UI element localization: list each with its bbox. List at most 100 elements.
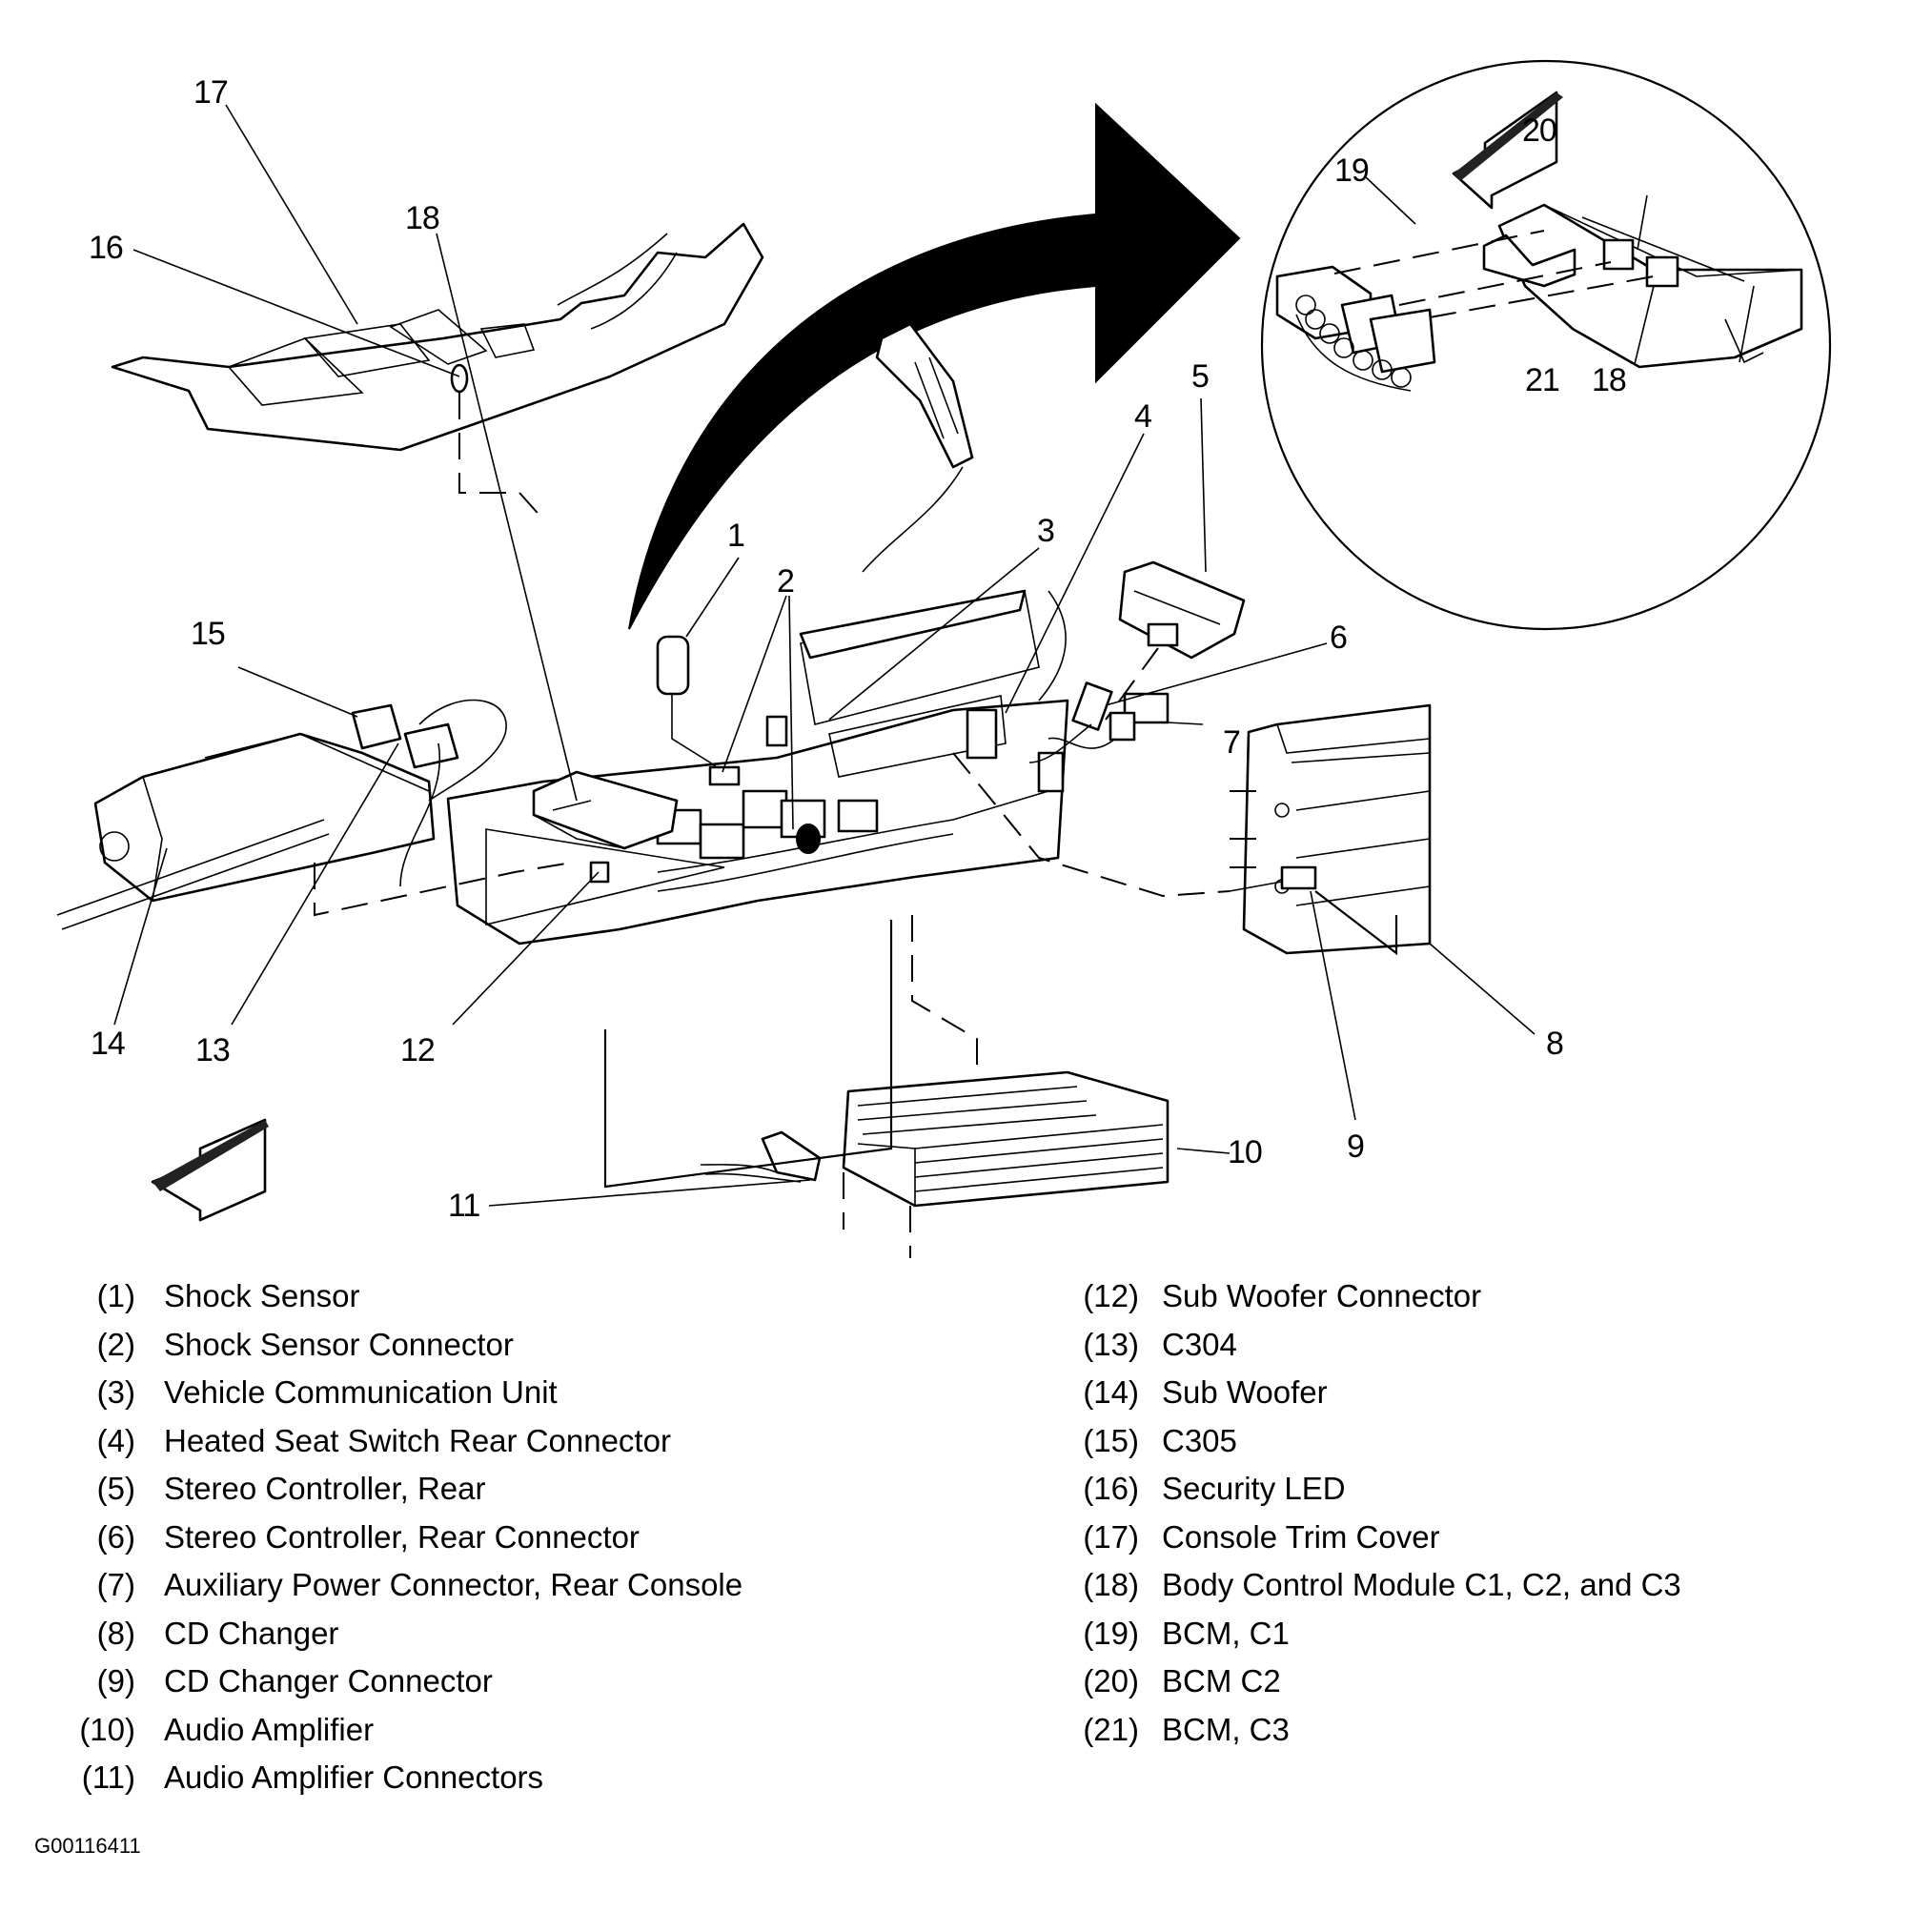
legend-label: Auxiliary Power Connector, Rear Console — [164, 1567, 743, 1602]
figure-id: G00116411 — [34, 1834, 141, 1858]
legend-label: BCM, C1 — [1162, 1615, 1290, 1651]
legend-label: Heated Seat Switch Rear Connector — [164, 1422, 671, 1458]
console-trim-cover — [111, 222, 764, 452]
legend-label: CD Changer Connector — [164, 1663, 493, 1698]
legend-label: Security LED — [1162, 1471, 1346, 1506]
legend-number: (21) — [1083, 1711, 1139, 1747]
audio-amplifier-connectors — [603, 920, 893, 1189]
legend-number: (13) — [1083, 1326, 1139, 1362]
shock-sensor — [656, 635, 741, 786]
legend-left-column: (1) Shock Sensor (2)Shock Sensor Connecto… — [69, 1272, 742, 1802]
legend-number: (4) — [96, 1422, 135, 1458]
cd-changer-connector — [952, 752, 1398, 956]
exploded-diagram — [56, 59, 1832, 1258]
legend-label: C305 — [1162, 1422, 1237, 1458]
callout-21: 21 — [1525, 362, 1560, 398]
legend-number: (19) — [1083, 1615, 1139, 1651]
callout-15: 15 — [191, 616, 226, 652]
legend-number: (20) — [1083, 1663, 1139, 1698]
legend-label: BCM, C3 — [1162, 1711, 1290, 1747]
legend-number: (1) — [96, 1278, 135, 1313]
subwoofer-harness — [351, 699, 507, 887]
legend-label: Stereo Controller, Rear — [164, 1471, 486, 1506]
detail-arrow — [628, 102, 1241, 630]
legend-number: (3) — [96, 1374, 135, 1410]
bcm-detail-view — [1260, 59, 1832, 631]
stereo-controller-rear — [1105, 560, 1246, 721]
legend-label: Audio Amplifier — [164, 1711, 375, 1747]
callout-19: 19 — [1334, 153, 1370, 189]
harness-connectors — [1275, 265, 1436, 392]
legend-item: (9) CD Changer Connector — [69, 1657, 742, 1706]
legend-item: (12) Sub Woofer Connector — [1063, 1272, 1681, 1321]
legend-number: (14) — [1083, 1374, 1139, 1410]
legend-number: (2) — [96, 1326, 135, 1362]
legend-number: (16) — [1083, 1471, 1139, 1506]
legend-item: (6)Stereo Controller, Rear Connector — [69, 1514, 742, 1562]
legend-right-column: (12) Sub Woofer Connector (13) C304 (14) Su… — [1063, 1272, 1681, 1755]
legend-number: (18) — [1083, 1567, 1139, 1602]
callout-16: 16 — [89, 230, 124, 266]
legend-label: Console Trim Cover — [1162, 1518, 1440, 1555]
legend-item: (4) Heated Seat Switch Rear Connector — [69, 1417, 742, 1466]
callout-1: 1 — [727, 518, 745, 554]
legend-number: (6) — [96, 1518, 135, 1555]
legend-number: (15) — [1083, 1422, 1139, 1458]
legend-item: (8) CD Changer — [69, 1610, 742, 1658]
callout-13: 13 — [195, 1032, 231, 1068]
legend-number: (17) — [1083, 1518, 1139, 1555]
leader-lines — [113, 104, 1536, 1207]
legend-number: (9) — [96, 1663, 135, 1698]
legend-label: C304 — [1162, 1326, 1237, 1362]
callout-20: 20 — [1522, 112, 1557, 149]
audio-amplifier — [842, 915, 1170, 1258]
legend-item: (18)Body Control Module C1, C2, and C3 — [1063, 1561, 1680, 1610]
legend-label: Sub Woofer Connector — [1162, 1278, 1482, 1313]
callout-3: 3 — [1037, 513, 1055, 549]
callout-5: 5 — [1191, 358, 1210, 395]
sub-woofer-connector — [589, 861, 610, 884]
callout-6: 6 — [1330, 620, 1348, 656]
legend-number: (5) — [96, 1471, 135, 1506]
callout-12: 12 — [400, 1032, 436, 1068]
body-control-module-main — [485, 770, 725, 926]
legend-label: Audio Amplifier Connectors — [164, 1759, 544, 1795]
legend-item: (20) BCM C2 — [1063, 1657, 1681, 1706]
legend-number: (7) — [96, 1567, 135, 1602]
center-console — [446, 590, 1069, 946]
legend-item: (10) Audio Amplifier — [69, 1706, 742, 1755]
callout-10: 10 — [1228, 1134, 1263, 1170]
legend-item: (5) Stereo Controller, Rear — [69, 1465, 742, 1514]
legend-item: (13) C304 — [1063, 1321, 1681, 1370]
stereo-controller-connector — [1028, 681, 1113, 763]
callout-11: 11 — [448, 1188, 480, 1224]
legend-number: (8) — [96, 1615, 135, 1651]
callout-7: 7 — [1223, 724, 1241, 761]
cd-changer — [1230, 703, 1432, 955]
legend-item: (2)Shock Sensor Connector — [69, 1321, 742, 1370]
legend-number: (12) — [1083, 1278, 1139, 1313]
legend-label: CD Changer — [164, 1615, 339, 1651]
legend-item: (7) Auxiliary Power Connector, Rear Conso… — [69, 1561, 742, 1610]
shock-sensor-connector — [765, 715, 821, 854]
callout-18: 18 — [405, 200, 440, 236]
legend-label: Shock Sensor — [164, 1278, 360, 1313]
callout-4: 4 — [1134, 398, 1152, 435]
legend-item: (17) Console Trim Cover — [1063, 1514, 1681, 1562]
legend-label: BCM C2 — [1162, 1663, 1281, 1698]
legend-item: (16) Security LED — [1063, 1465, 1681, 1514]
legend-label: Sub Woofer — [1162, 1374, 1328, 1410]
callout-8: 8 — [1546, 1026, 1564, 1062]
callout-18-detail: 18 — [1592, 362, 1627, 398]
legend-number: (10) — [79, 1711, 135, 1747]
legend-item: (21) BCM, C3 — [1063, 1706, 1681, 1755]
legend-item: (3) Vehicle Communication Unit — [69, 1369, 742, 1417]
callout-2: 2 — [777, 563, 795, 600]
legend-item: (15) C305 — [1063, 1417, 1681, 1466]
sub-woofer — [56, 732, 436, 930]
callout-9: 9 — [1347, 1129, 1365, 1165]
callout-14: 14 — [91, 1026, 126, 1062]
legend-item: (1) Shock Sensor — [69, 1272, 742, 1321]
legend-label: Vehicle Communication Unit — [164, 1374, 558, 1410]
vehicle-communication-unit — [799, 322, 1027, 660]
